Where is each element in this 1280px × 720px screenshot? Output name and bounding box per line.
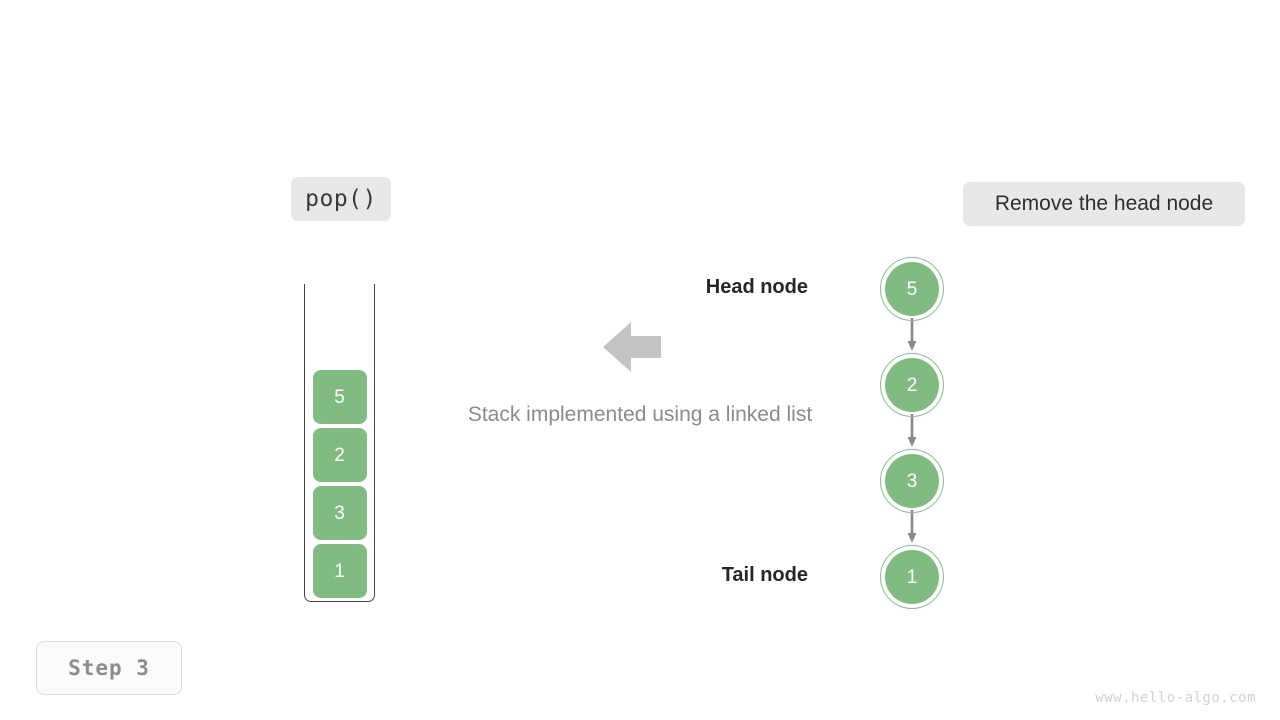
tail-node-label: Tail node [721, 564, 808, 586]
watermark-text: www.hello-algo.com [1095, 690, 1256, 706]
stack-vessel-outline [304, 284, 375, 602]
stack-cell: 2 [312, 428, 367, 482]
head-node-label: Head node [705, 276, 808, 298]
diagram-caption: Stack implemented using a linked list [467, 403, 813, 426]
linked-list-chain: 5 2 3 1 [880, 252, 960, 612]
link-arrow-down-icon [906, 414, 918, 448]
node-ring [880, 353, 944, 417]
node-value: 2 [885, 358, 939, 412]
stack-cell-list: 5 2 3 1 [304, 366, 375, 598]
linked-list-node: 2 [880, 353, 944, 417]
linked-list-node: 3 [880, 449, 944, 513]
link-arrow-down-icon [906, 318, 918, 352]
stack-cell: 3 [312, 486, 367, 540]
step-badge: Step 3 [36, 641, 182, 695]
node-value: 1 [885, 550, 939, 604]
action-description-chip: Remove the head node [963, 182, 1245, 226]
node-value: 5 [885, 262, 939, 316]
node-ring [880, 257, 944, 321]
transfer-arrow-left-icon [601, 320, 663, 374]
node-value: 3 [885, 454, 939, 508]
stack-cell: 1 [312, 544, 367, 598]
operation-label-chip: pop() [291, 177, 391, 221]
node-ring [880, 545, 944, 609]
stack-container: 5 2 3 1 [304, 284, 375, 602]
linked-list-node: 1 [880, 545, 944, 609]
stack-cell: 5 [312, 370, 367, 424]
link-arrow-down-icon [906, 510, 918, 544]
linked-list-node: 5 [880, 257, 944, 321]
node-ring [880, 449, 944, 513]
